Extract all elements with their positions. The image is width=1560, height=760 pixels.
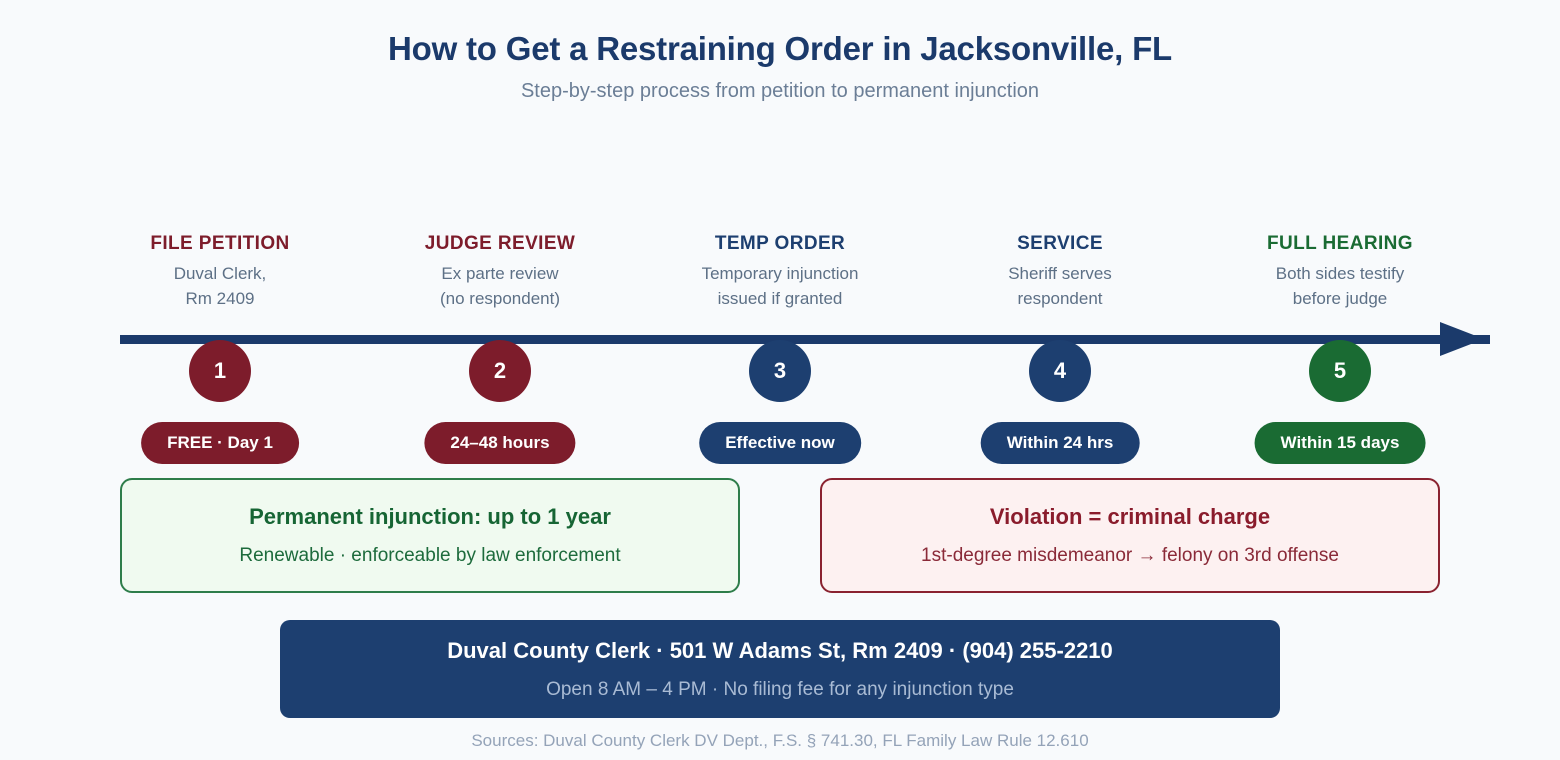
step-description-line2: Rm 2409 <box>185 289 255 308</box>
callout-injunction-title: Permanent injunction: up to 1 year <box>249 503 611 529</box>
timeline-axis-line <box>120 335 1490 344</box>
step-description-line2: issued if granted <box>717 289 843 308</box>
step-title: FILE PETITION <box>150 233 290 254</box>
step-description-line1: Sheriff serves <box>1008 264 1112 283</box>
step-description-line2: before judge <box>1292 289 1388 308</box>
callout-violation-subtitle: 1st-degree misdemeanor → felony on 3rd o… <box>921 544 1339 566</box>
step-timing-pill: Effective now <box>699 422 861 464</box>
page-subtitle: Step-by-step process from petition to pe… <box>520 80 1040 102</box>
callout-injunction-subtitle: Renewable · enforceable by law enforceme… <box>239 544 621 566</box>
step-timing-pill: FREE · Day 1 <box>141 422 299 464</box>
step-description: Both sides testify before judge <box>1210 261 1470 311</box>
step-number-badge[interactable]: 4 <box>1029 340 1091 402</box>
step-number-badge[interactable]: 1 <box>189 340 251 402</box>
contact-secondary-line: Open 8 AM – 4 PM · No filing fee for any… <box>546 678 1014 700</box>
step-timing-pill: Within 24 hrs <box>980 422 1140 464</box>
callout-permanent-injunction: Permanent injunction: up to 1 year Renew… <box>120 478 740 593</box>
step-number-badge[interactable]: 2 <box>469 340 531 402</box>
step-description-line1: Ex parte review <box>441 264 559 283</box>
step-description-line1: Duval Clerk, <box>173 264 267 283</box>
step-title: TEMP ORDER <box>714 233 846 254</box>
callout-violation-penalty: Violation = criminal charge 1st-degree m… <box>820 478 1440 593</box>
step-timing-pill: Within 15 days <box>1254 422 1426 464</box>
step-number-badge[interactable]: 5 <box>1309 340 1371 402</box>
step-title: FULL HEARING <box>1267 233 1413 254</box>
callout-violation-title: Violation = criminal charge <box>989 503 1271 529</box>
step-description: Duval Clerk, Rm 2409 <box>90 261 350 311</box>
step-description-line1: Both sides testify <box>1275 264 1405 283</box>
timeline-step-5[interactable]: FULL HEARING Both sides testify before jud… <box>1210 232 1470 464</box>
step-title: JUDGE REVIEW <box>424 233 576 254</box>
header: How to Get a Restraining Order in Jackso… <box>0 0 1560 103</box>
step-description: Sheriff serves respondent <box>930 261 1190 311</box>
step-timing-pill: 24–48 hours <box>424 422 576 464</box>
step-description-line1: Temporary injunction <box>701 264 859 283</box>
page-title: How to Get a Restraining Order in Jackso… <box>387 30 1172 67</box>
step-description: Ex parte review (no respondent) <box>370 261 630 311</box>
contact-bar: Duval County Clerk · 501 W Adams St, Rm … <box>280 620 1280 718</box>
step-description-line2: respondent <box>1017 289 1103 308</box>
timeline-arrow-icon <box>1440 322 1484 356</box>
step-description: Temporary injunction issued if granted <box>650 261 910 311</box>
timeline-step-2[interactable]: JUDGE REVIEW Ex parte review (no responden… <box>370 232 630 464</box>
timeline-step-3[interactable]: TEMP ORDER Temporary injunction issued if … <box>650 232 910 464</box>
contact-primary-line: Duval County Clerk · 501 W Adams St, Rm … <box>447 637 1113 663</box>
step-number-badge[interactable]: 3 <box>749 340 811 402</box>
footer-sources: Sources: Duval County Clerk DV Dept., F.… <box>471 731 1089 750</box>
step-description-line2: (no respondent) <box>439 289 561 308</box>
step-title: SERVICE <box>1017 233 1103 254</box>
